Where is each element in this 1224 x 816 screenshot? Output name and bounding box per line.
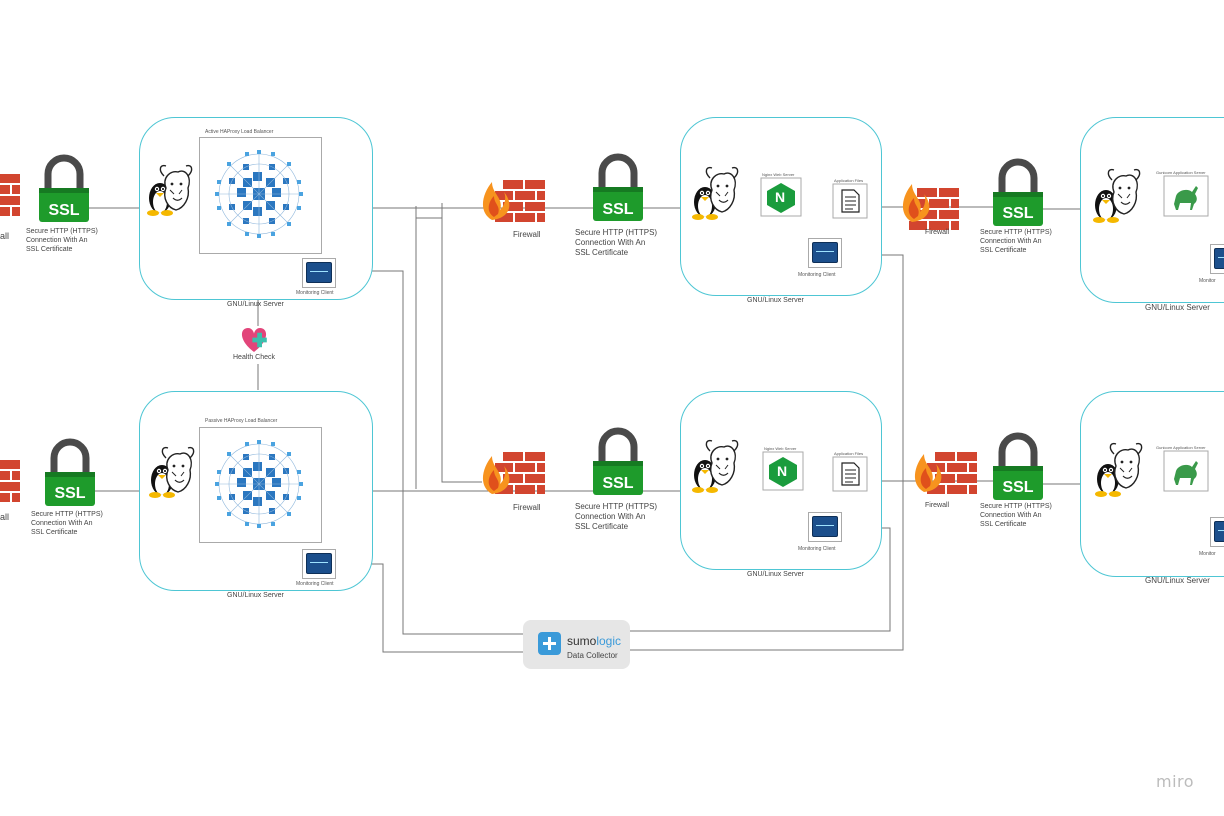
sumologic-brand-b: logic xyxy=(596,634,622,648)
https-line: SSL Certificate xyxy=(575,522,629,531)
lb-title: Passive HAProxy Load Balancer xyxy=(205,418,278,424)
https-caption: Secure HTTP (HTTPS) Connection With An S… xyxy=(980,228,1052,255)
haproxy-icon xyxy=(214,149,304,239)
https-line: SSL Certificate xyxy=(980,247,1027,254)
monitoring-client xyxy=(302,549,336,579)
https-line: SSL Certificate xyxy=(575,248,629,257)
monitoring-client xyxy=(1210,244,1224,274)
ssl-text: SSL xyxy=(54,485,85,502)
nginx-letter: N xyxy=(777,463,788,479)
sumologic-icon xyxy=(538,632,561,655)
monitoring-client-label: Monitor xyxy=(1199,551,1216,557)
https-line: Connection With An xyxy=(575,238,646,247)
monitor-icon xyxy=(812,516,838,537)
https-line: Connection With An xyxy=(980,238,1042,245)
ssl-text: SSL xyxy=(48,202,79,219)
https-line: Connection With An xyxy=(575,512,646,521)
gunicorn-icon xyxy=(1163,175,1209,217)
server-label: GNU/Linux Server xyxy=(1145,576,1210,585)
monitor-icon xyxy=(306,553,332,574)
https-caption: Secure HTTP (HTTPS) Connection With An S… xyxy=(575,228,657,258)
monitor-icon xyxy=(812,242,838,263)
health-check-label: Health Check xyxy=(233,354,276,361)
firewall-label: all xyxy=(0,231,9,241)
monitoring-client xyxy=(808,512,842,542)
monitoring-client xyxy=(302,258,336,288)
ssl-text: SSL xyxy=(1002,205,1033,222)
monitor-icon xyxy=(306,262,332,283)
miro-watermark: miro xyxy=(1156,772,1195,791)
https-line: Secure HTTP (HTTPS) xyxy=(31,511,103,518)
lb-title: Active HAProxy Load Balancer xyxy=(205,129,274,135)
server-label: GNU/Linux Server xyxy=(747,571,804,578)
firewall-label: Firewall xyxy=(925,229,950,236)
monitor-icon xyxy=(1214,248,1224,269)
firewall-label: all xyxy=(0,512,9,522)
connector-lines xyxy=(88,200,1080,653)
monitoring-client-label: Monitor xyxy=(1199,278,1216,284)
firewall-label: Firewall xyxy=(513,230,541,239)
https-caption: Secure HTTP (HTTPS) Connection With An S… xyxy=(31,510,103,537)
https-line: SSL Certificate xyxy=(31,529,78,536)
https-line: SSL Certificate xyxy=(980,521,1027,528)
gunicorn-label: Gunicorn Application Server xyxy=(1156,445,1206,450)
https-line: Secure HTTP (HTTPS) xyxy=(575,228,658,237)
document-icon xyxy=(832,183,868,219)
nginx-letter: N xyxy=(775,189,786,205)
monitoring-client-label: Monitoring Client xyxy=(798,546,836,552)
server-label: GNU/Linux Server xyxy=(747,297,804,304)
app-files-label: Application Files xyxy=(834,451,864,456)
firewall-label: Firewall xyxy=(925,502,950,509)
https-line: Secure HTTP (HTTPS) xyxy=(26,228,98,235)
monitor-icon xyxy=(1214,521,1224,542)
data-collector-label: Data Collector xyxy=(567,651,618,660)
https-line: Connection With An xyxy=(26,237,88,244)
monitoring-client xyxy=(1210,517,1224,547)
https-line: Secure HTTP (HTTPS) xyxy=(980,503,1052,510)
document-icon xyxy=(832,456,868,492)
ssl-text: SSL xyxy=(1002,479,1033,496)
gunicorn-icon xyxy=(1163,450,1209,492)
server-label: GNU/Linux Server xyxy=(1145,303,1210,312)
monitoring-client xyxy=(808,238,842,268)
nginx-label: Nginx Web Server xyxy=(764,446,797,451)
health-heart-icon xyxy=(241,328,267,352)
haproxy-icon xyxy=(214,439,304,529)
server-label: GNU/Linux Server xyxy=(227,301,284,308)
monitoring-client-label: Monitoring Client xyxy=(798,272,836,278)
https-line: Secure HTTP (HTTPS) xyxy=(575,502,658,511)
https-caption: Secure HTTP (HTTPS) Connection With An S… xyxy=(26,227,98,254)
gunicorn-label: Gunicorn Application Server xyxy=(1156,170,1206,175)
firewall-label: Firewall xyxy=(513,503,541,512)
https-line: SSL Certificate xyxy=(26,246,73,253)
ssl-text: SSL xyxy=(602,475,633,492)
sumologic-brand-a: sumo xyxy=(567,634,597,648)
https-caption: Secure HTTP (HTTPS) Connection With An S… xyxy=(575,502,657,532)
https-line: Connection With An xyxy=(980,512,1042,519)
https-caption: Secure HTTP (HTTPS) Connection With An S… xyxy=(980,502,1052,529)
server-label: GNU/Linux Server xyxy=(227,592,284,599)
ssl-text: SSL xyxy=(602,201,633,218)
sumologic-wordmark: sumologic xyxy=(567,635,621,648)
https-line: Secure HTTP (HTTPS) xyxy=(980,229,1052,236)
nginx-label: Nginx Web Server xyxy=(762,172,795,177)
https-line: Connection With An xyxy=(31,520,93,527)
app-files-label: Application Files xyxy=(834,178,864,183)
monitoring-client-label: Monitoring Client xyxy=(296,581,334,587)
monitoring-client-label: Monitoring Client xyxy=(296,290,334,296)
